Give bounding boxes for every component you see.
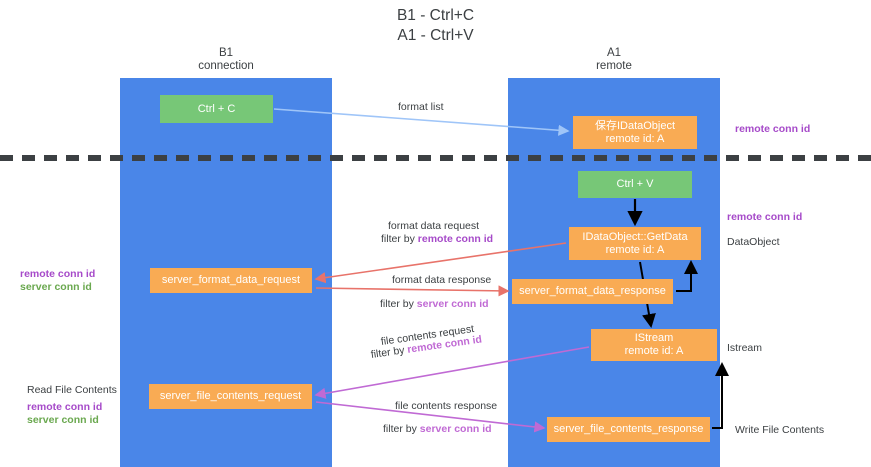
node-server-file-contents-response-label: server_file_contents_response (553, 423, 704, 435)
arrow-label-file-contents-response: file contents response (395, 400, 498, 412)
node-istream[interactable]: IStream remote id: A (591, 329, 717, 361)
lane-header-a1: A1 remote (508, 47, 720, 73)
node-server-format-data-response[interactable]: server_format_data_response (512, 279, 673, 304)
node-server-file-contents-response[interactable]: server_file_contents_response (547, 417, 710, 442)
node-server-file-contents-request-label: server_file_contents_request (159, 390, 302, 402)
node-ctrl-v-label: Ctrl + V (616, 178, 654, 190)
node-idataobject-getdata-title: IDataObject::GetData (582, 230, 688, 243)
annotation-write-file-contents: Write File Contents (735, 424, 825, 436)
filter-prefix: filter by (381, 233, 418, 245)
annotation-istream: Istream (727, 342, 763, 354)
annotation-remote-conn-id-top: remote conn id (735, 123, 811, 135)
annotation-dataobject: DataObject (727, 236, 780, 248)
annotation-remote-conn-id-2: remote conn id (27, 401, 103, 413)
lane-header-a1-name: A1 (606, 47, 622, 59)
node-idataobject-getdata-subtitle: remote id: A (605, 243, 665, 256)
filter-key-server-conn-id: server conn id (416, 298, 489, 310)
annotation-remote-conn-id-1: remote conn id (20, 268, 96, 280)
arrow-label-format-data-request: format data request (388, 220, 480, 232)
node-ctrl-c[interactable]: Ctrl + C (160, 95, 273, 123)
lane-header-b1-name: B1 (218, 47, 234, 59)
annotation-server-conn-id-1: server conn id (20, 281, 92, 293)
title-line-2: A1 - Ctrl+V (397, 27, 474, 44)
node-server-format-data-request[interactable]: server_format_data_request (150, 268, 312, 293)
node-server-format-data-request-label: server_format_data_request (161, 274, 301, 286)
node-istream-title: IStream (634, 332, 674, 344)
page-title: B1 - Ctrl+C A1 - Ctrl+V (0, 6, 871, 46)
node-istream-subtitle: remote id: A (624, 345, 684, 357)
arrow-label-file-contents-response-filter: filter by server conn id (383, 423, 492, 436)
node-server-format-data-response-label: server_format_data_response (519, 285, 666, 297)
lane-header-b1-subtitle: connection (198, 60, 254, 72)
arrow-label-format-data-response: format data response (392, 274, 492, 286)
arrow-label-format-data-response-filter: filter by server conn id (380, 298, 489, 311)
annotation-remote-conn-id-mid: remote conn id (727, 211, 803, 223)
node-save-idataobject-subtitle: remote id: A (605, 132, 665, 145)
node-save-idataobject-title: 保存IDataObject (594, 119, 676, 132)
annotation-read-file-contents: Read File Contents (27, 384, 117, 396)
arrow-label-format-data-request-filter: filter by remote conn id (381, 233, 493, 246)
filter-prefix: filter by (380, 298, 417, 310)
title-line-1: B1 - Ctrl+C (396, 7, 475, 24)
filter-key-server-conn-id: server conn id (419, 423, 492, 435)
lane-header-b1: B1 connection (120, 47, 332, 73)
filter-key-remote-conn-id: remote conn id (417, 233, 494, 245)
phase-separator-dashed-line (0, 155, 871, 161)
node-server-file-contents-request[interactable]: server_file_contents_request (149, 384, 312, 409)
annotation-left-conn-ids-bottom: remote conn id server conn id (27, 401, 102, 427)
node-idataobject-getdata[interactable]: IDataObject::GetData remote id: A (569, 227, 701, 260)
annotation-server-conn-id-2: server conn id (27, 414, 99, 426)
lane-header-a1-subtitle: remote (596, 60, 632, 72)
arrow-label-format-list: format list (398, 101, 444, 113)
node-ctrl-v[interactable]: Ctrl + V (578, 171, 692, 198)
node-save-idataobject[interactable]: 保存IDataObject remote id: A (573, 116, 697, 149)
filter-prefix: filter by (383, 423, 420, 435)
annotation-left-conn-ids-top: remote conn id server conn id (20, 268, 95, 294)
node-ctrl-c-label: Ctrl + C (197, 102, 236, 115)
